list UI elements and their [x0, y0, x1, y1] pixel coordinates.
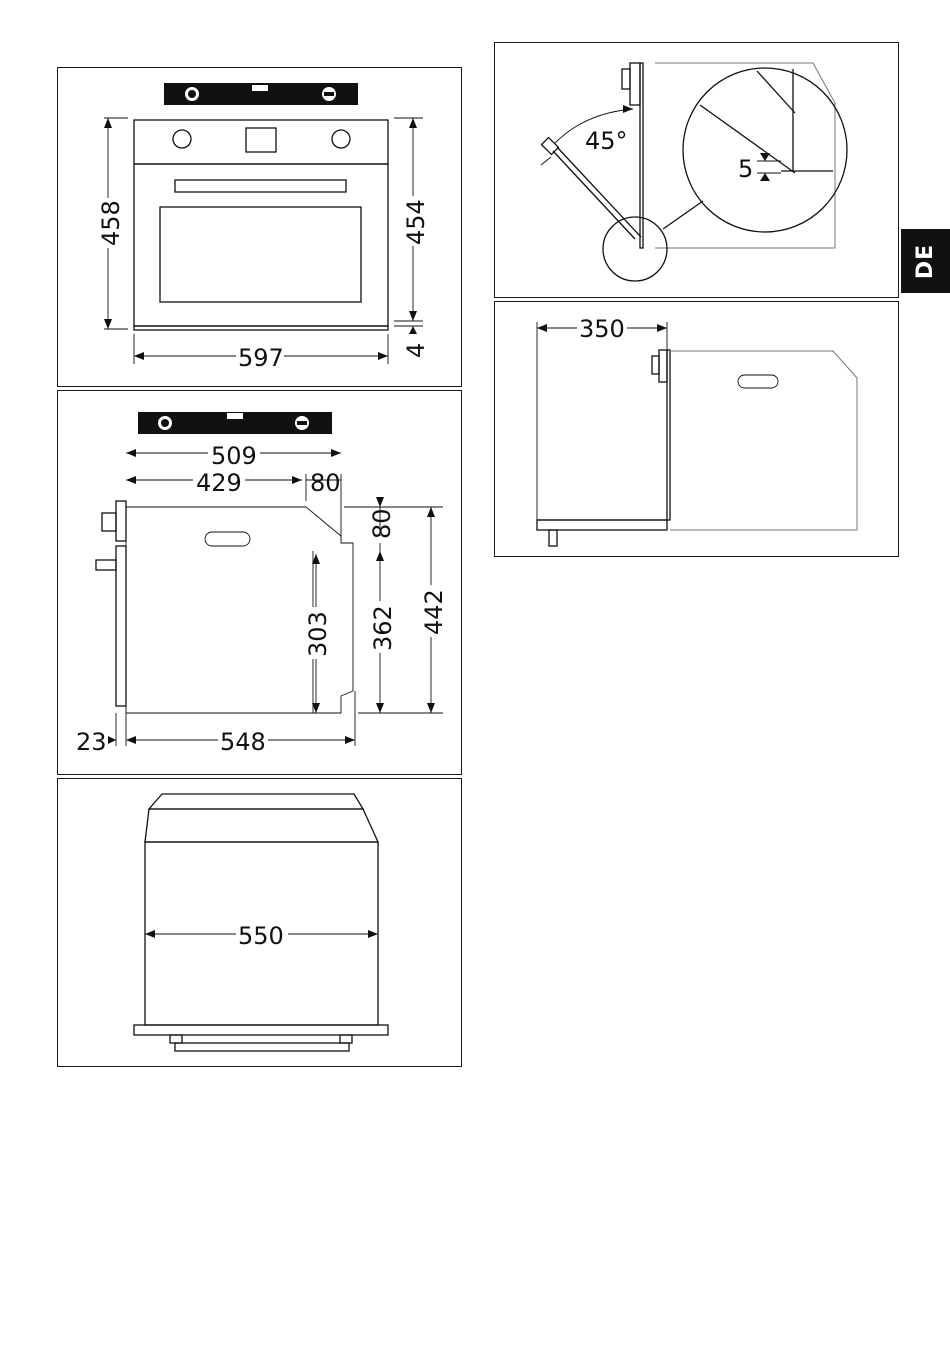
dim-door-clearance: 350 [579, 315, 625, 343]
dim-side-front-offset: 23 [76, 728, 107, 756]
dim-front-width: 597 [238, 344, 284, 372]
dim-side-depth-total: 509 [211, 442, 257, 470]
door-detail-panel: 45° 5 [494, 42, 899, 298]
dim-front-height-total: 458 [97, 200, 125, 246]
front-view-panel: 458 454 4 597 [57, 67, 462, 387]
dim-side-inner-height: 303 [304, 611, 332, 657]
dim-side-depth-body: 429 [196, 469, 242, 497]
side-view-drawing: 509 429 80 80 362 442 303 [58, 391, 463, 776]
dim-side-depth-base: 548 [220, 728, 266, 756]
front-view-drawing: 458 454 4 597 [58, 68, 463, 388]
side-view-panel: 509 429 80 80 362 442 303 [57, 390, 462, 775]
dim-door-angle: 45° [585, 127, 628, 155]
dim-side-depth-step: 80 [310, 469, 341, 497]
door-detail-drawing: 45° 5 [495, 43, 900, 299]
top-view-drawing: 550 [58, 779, 463, 1068]
dim-door-gap: 5 [738, 155, 753, 183]
door-clearance-panel: 350 [494, 301, 899, 557]
dim-side-height: 442 [420, 589, 448, 635]
dim-top-width: 550 [238, 922, 284, 950]
dim-side-mid-height: 362 [369, 605, 397, 651]
top-view-panel: 550 [57, 778, 462, 1067]
dim-front-gap: 4 [402, 343, 430, 358]
dim-front-height-body: 454 [402, 199, 430, 245]
door-clearance-drawing: 350 [495, 302, 900, 558]
dim-side-step-height: 80 [368, 508, 396, 539]
language-tab-label: DE [913, 243, 938, 278]
language-tab: DE [901, 229, 950, 293]
